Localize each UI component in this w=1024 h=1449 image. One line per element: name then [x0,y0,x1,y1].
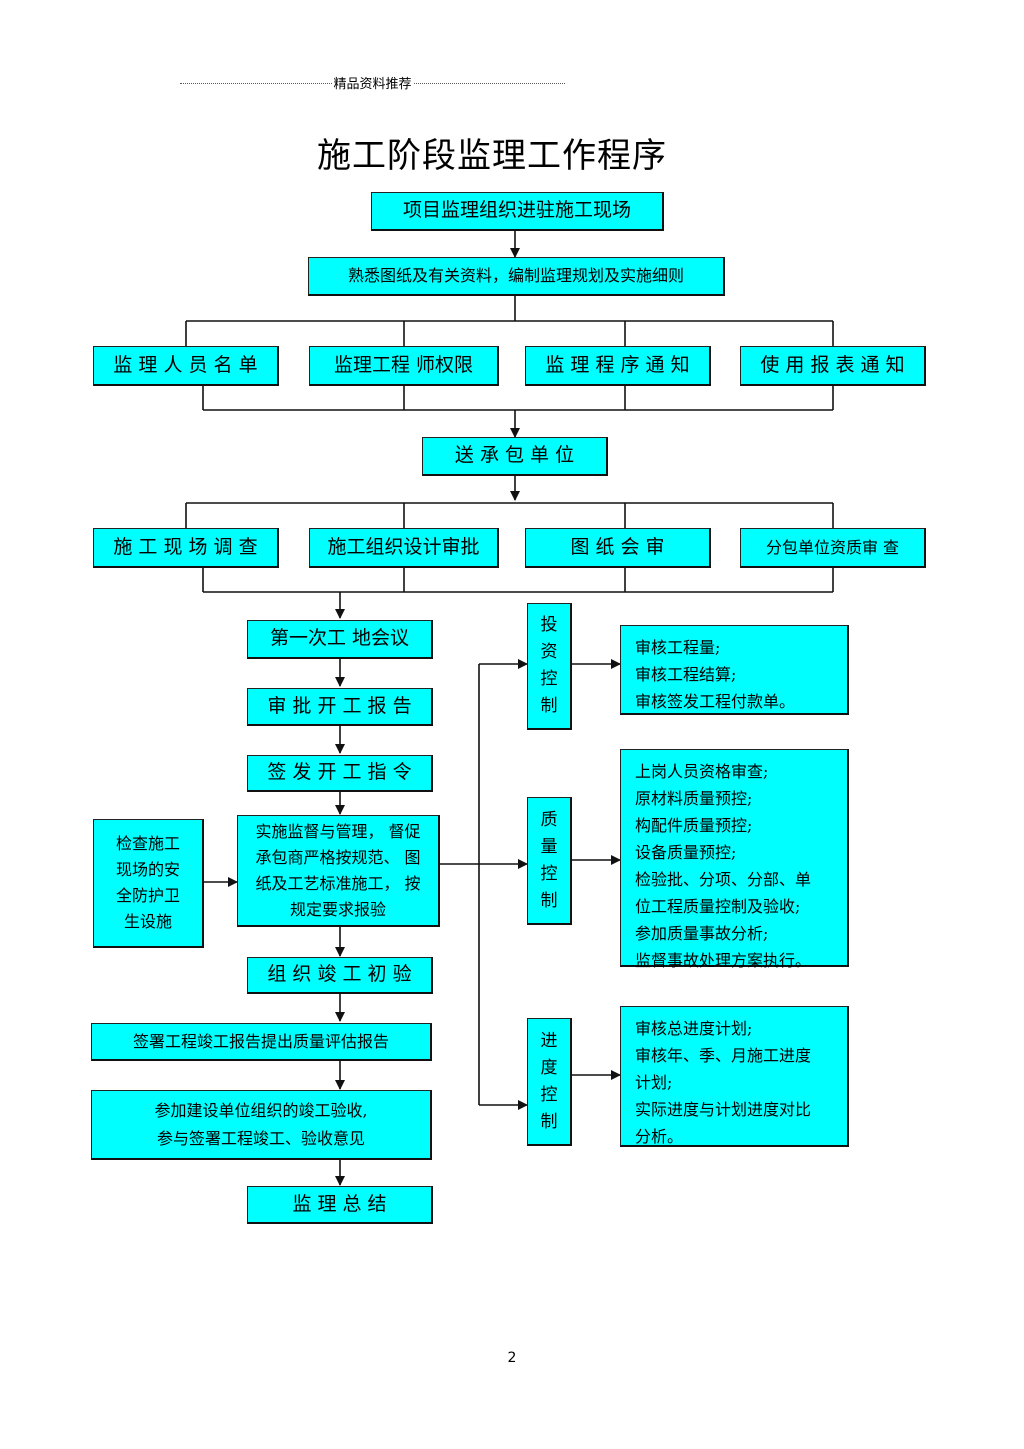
label-char: 制 [540,890,558,911]
step-summary: 监 理 总 结 [247,1186,433,1224]
step-issue-start-order: 签 发 开 工 指 令 [247,755,433,792]
label-char: 控 [540,669,558,689]
label-char: 投 [540,615,558,635]
step-engineer-authority: 监理工程 师权限 [309,346,499,386]
detail-item: 位工程质量控制及验收; [635,897,801,916]
safety-check-box: 检查施工 现场的安 全防护卫 生设施 [93,819,204,948]
detail-item: 检验批、分项、分部、单 [635,870,812,889]
control-progress-label: 进 度 控 制 [527,1018,572,1146]
detail-item: 实际进度与计划进度对比 [635,1100,812,1119]
detail-item: 审核工程结算; [635,665,737,684]
supervise-line: 实施监督与管理， 督促 [255,821,421,841]
step-prepare-plan: 熟悉图纸及有关资料，编制监理规划及实施细则 [308,257,725,296]
label-char: 质 [540,809,558,830]
step-subcontractor-review: 分包单位资质审 查 [740,528,926,568]
detail-item: 构配件质量预控; [635,816,753,835]
page-header: 精品资料推荐 [180,72,566,92]
control-quality-label: 质 量 控 制 [527,797,572,925]
label-char: 度 [540,1057,558,1078]
safety-line: 检查施工 [115,834,180,853]
detail-item: 审核签发工程付款单。 [635,692,796,711]
step-staff-list: 监 理 人 员 名 单 [93,346,279,386]
detail-item: 监督事故处理方案执行。 [635,951,812,970]
label-char: 量 [540,836,558,857]
detail-item: 设备质量预控; [635,843,737,862]
safety-line: 生设施 [123,912,172,931]
step-preliminary-acceptance: 组 织 竣 工 初 验 [247,957,433,994]
supervise-line: 纸及工艺标准施工， 按 [255,873,421,893]
detail-item: 计划; [635,1073,673,1092]
detail-item: 分析。 [635,1127,684,1146]
step-send-contractor: 送 承 包 单 位 [422,437,608,476]
supervise-line: 承包商严格按规范、 图 [255,847,421,867]
invest-control-details: 审核工程量; 审核工程结算; 审核签发工程付款单。 [620,625,849,715]
header-label: 精品资料推荐 [333,76,412,92]
detail-item: 审核年、季、月施工进度 [635,1046,812,1065]
detail-item: 上岗人员资格审查; [635,762,769,781]
quality-control-details: 上岗人员资格审查; 原材料质量预控; 构配件质量预控; 设备质量预控; 检验批、… [620,749,849,970]
header-rule-right [413,82,566,84]
progress-control-details: 审核总进度计划; 审核年、季、月施工进度 计划; 实际进度与计划进度对比 分析。 [620,1006,849,1147]
page-number: 2 [507,1350,517,1366]
step-design-approval: 施工组织设计审批 [309,528,499,568]
final-acceptance-line: 参与签署工程竣工、验收意见 [156,1128,365,1148]
step-procedure-notice: 监 理 程 序 通 知 [525,346,711,386]
label-char: 制 [540,696,558,716]
final-acceptance-line: 参加建设单位组织的竣工验收, [154,1100,368,1120]
step-enter-site: 项目监理组织进驻施工现场 [371,192,664,231]
step-first-meeting: 第一次工 地会议 [247,620,433,659]
header-rule-left [180,82,332,84]
detail-item: 审核工程量; [635,638,721,657]
label-char: 制 [540,1111,558,1132]
step-site-survey: 施 工 现 场 调 查 [93,528,279,568]
step-approve-start-report: 审 批 开 工 报 告 [247,688,433,726]
page-title: 施工阶段监理工作程序 [317,136,667,176]
step-final-acceptance: 参加建设单位组织的竣工验收, 参与签署工程竣工、验收意见 [91,1090,432,1160]
step-drawing-review: 图 纸 会 审 [525,528,711,568]
safety-line: 现场的安 [115,860,180,879]
label-char: 控 [540,1084,558,1105]
step-sign-completion-report: 签署工程竣工报告提出质量评估报告 [91,1023,432,1061]
detail-item: 审核总进度计划; [635,1019,753,1038]
supervise-line: 规定要求报验 [289,899,386,919]
safety-line: 全防护卫 [115,886,180,905]
label-char: 控 [540,863,558,884]
label-char: 资 [540,642,558,662]
step-report-notice: 使 用 报 表 通 知 [740,346,926,386]
label-char: 进 [540,1030,558,1051]
step-supervise: 实施监督与管理， 督促 承包商严格按规范、 图 纸及工艺标准施工， 按 规定要求… [237,815,440,927]
detail-item: 参加质量事故分析; [635,924,769,943]
control-invest-label: 投 资 控 制 [527,603,572,730]
detail-item: 原材料质量预控; [635,789,753,808]
